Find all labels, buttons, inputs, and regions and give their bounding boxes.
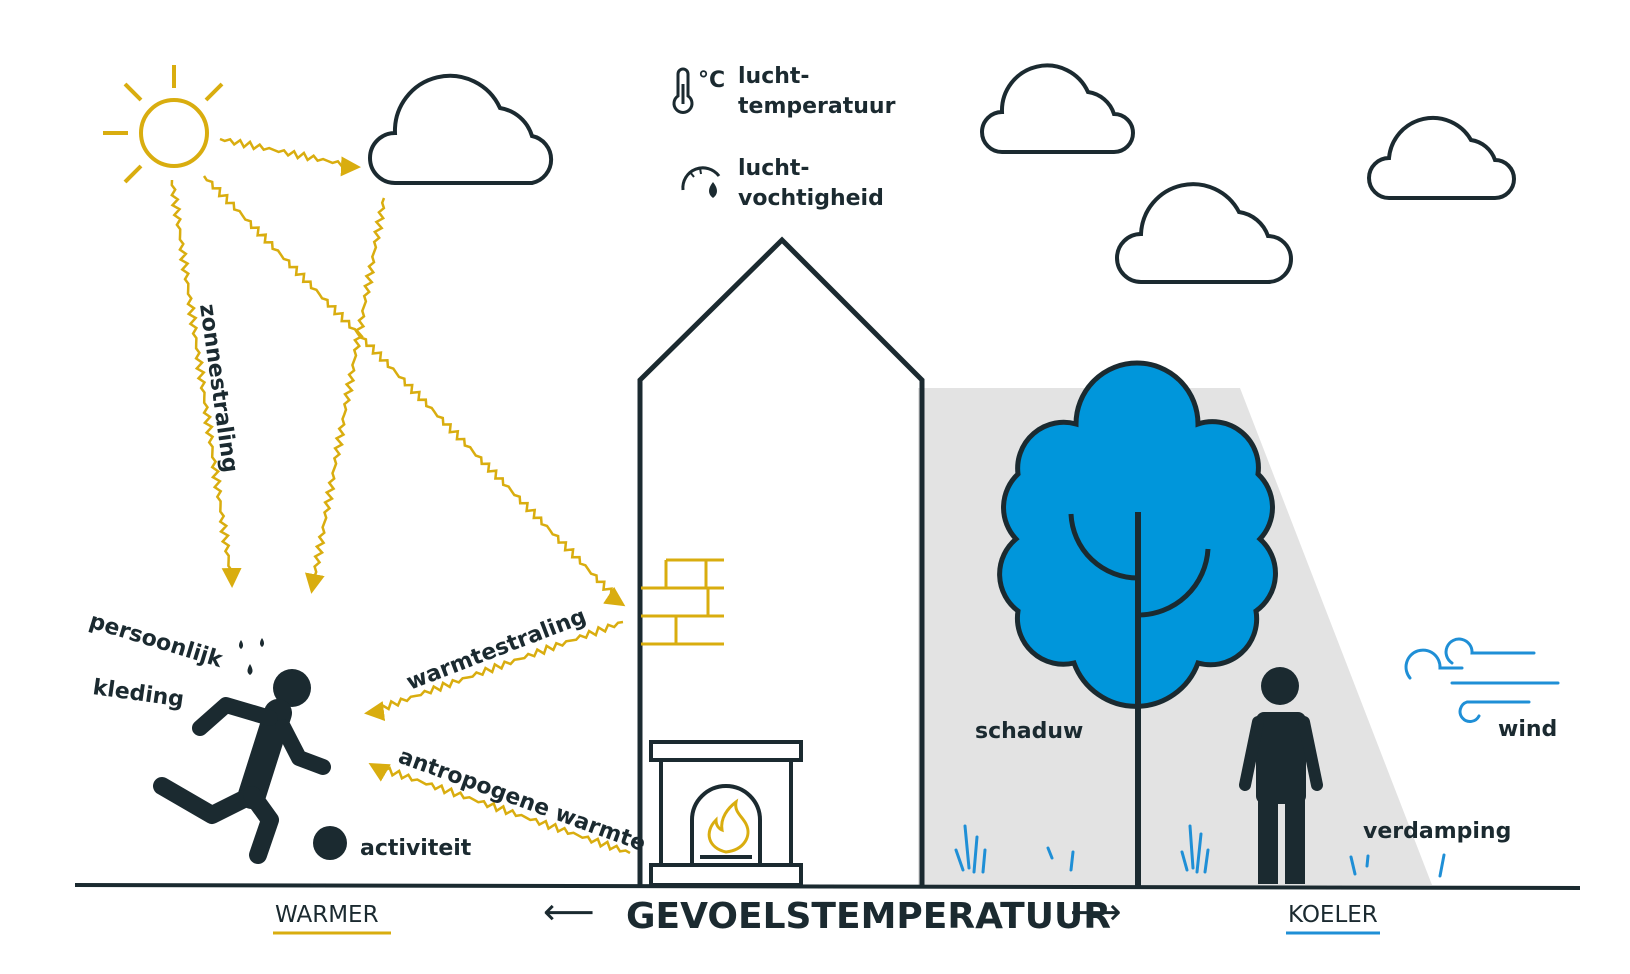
cloud-icon [980,63,1135,154]
solar-ray-to-wall [202,175,626,607]
cloud-ray-to-person [305,197,386,594]
heat-radiation-label: warmtestraling [403,604,590,695]
humidity-label-line1: lucht- [738,156,810,181]
cloud-icon [368,73,554,185]
air-temperature-unit: °C [698,68,725,93]
activity-label: activiteit [360,836,472,861]
anthropogenic-heat-arrow [368,763,631,855]
ball-icon [313,826,347,860]
wind-label: wind [1498,717,1557,742]
wind-icon [1404,637,1560,724]
sun-icon [103,65,224,184]
solar-ray-to-person [170,179,242,588]
brick-wall-icon [641,558,724,646]
heat-radiation-arrow [364,620,624,722]
air-temperature-label-line1: lucht- [738,64,810,89]
humidity-label-line2: vochtigheid [738,186,884,211]
grass-icon [954,824,1075,874]
warmer-label: WARMER [275,902,379,928]
evaporation-label: verdamping [1363,819,1511,844]
ground-line [74,883,1581,890]
arrow-left: ⟵ [543,892,595,933]
feels-like-temperature-title: GEVOELSTEMPERATUUR [626,896,1111,937]
standing-person-icon [1239,667,1323,884]
thermometer-icon [672,67,694,114]
shade-label: schaduw [975,719,1083,744]
fire-icon [707,798,750,854]
cloud-icon [1367,115,1516,200]
personal-label: persoonlijk [86,609,226,674]
cloud-icon [1115,182,1293,284]
clothing-label: kleding [91,675,185,713]
house-icon [637,236,925,885]
arrow-right: ⟶ [1070,892,1122,933]
fireplace-icon [649,740,803,887]
tree-icon [997,360,1278,888]
air-temperature-label-line2: temperatuur [738,94,896,119]
solar-ray-to-cloud [219,137,361,177]
humidity-gauge-icon [681,166,721,198]
cooler-label: KOELER [1288,902,1378,928]
grass-icon [1180,824,1446,878]
running-person-icon [153,638,331,864]
